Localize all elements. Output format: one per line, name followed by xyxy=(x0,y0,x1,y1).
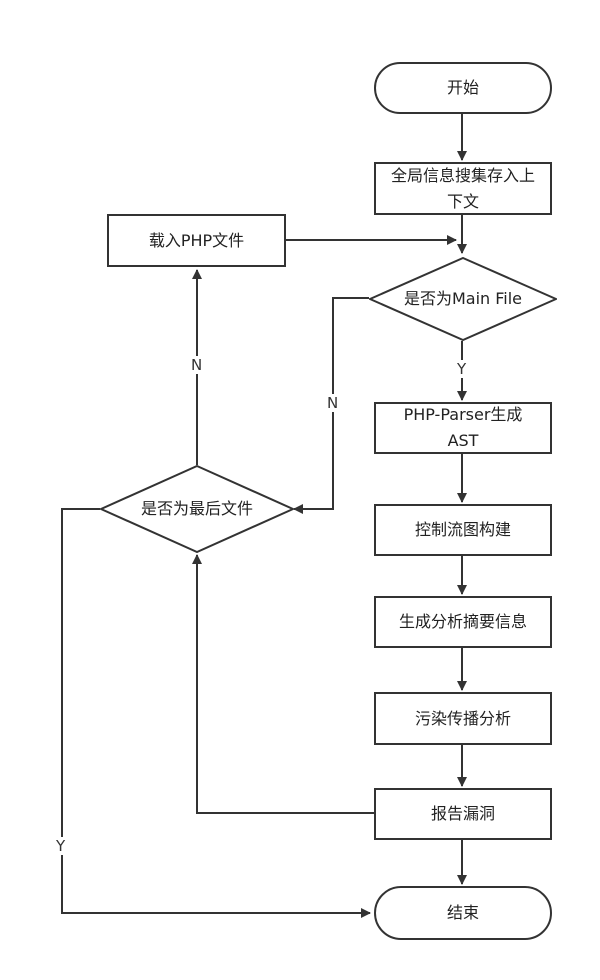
summary-label: 生成分析摘要信息 xyxy=(398,612,527,631)
end-node: 结束 xyxy=(374,886,552,940)
decision-shape xyxy=(100,465,294,553)
start-node-label: 开始 xyxy=(446,78,479,97)
taint-analysis-node: 污染传播分析 xyxy=(374,692,552,745)
is-main-file-decision: 是否为Main File xyxy=(369,257,557,341)
edge-label-last-no: N xyxy=(189,356,205,374)
collect-context-label: 全局信息搜集存入上下文 xyxy=(390,165,535,211)
decision-shape xyxy=(369,257,557,341)
is-last-file-label: 是否为最后文件 xyxy=(140,499,253,518)
load-php-file-label: 载入PHP文件 xyxy=(148,230,245,250)
php-parser-ast-node: PHP-Parser生成AST xyxy=(374,402,552,454)
collect-context-node: 全局信息搜集存入上下文 xyxy=(374,162,552,215)
edge-label-last-yes: Y xyxy=(54,837,68,855)
edge-last-yes-to-end xyxy=(61,508,371,918)
report-vuln-node: 报告漏洞 xyxy=(374,788,552,840)
load-php-file-node: 载入PHP文件 xyxy=(107,214,286,267)
is-last-file-decision: 是否为最后文件 xyxy=(100,465,294,553)
report-vuln-label: 报告漏洞 xyxy=(430,804,495,823)
start-node: 开始 xyxy=(374,62,552,114)
edge-label-main-no: N xyxy=(325,394,341,412)
taint-analysis-label: 污染传播分析 xyxy=(414,708,511,728)
edge-label-main-yes: Y xyxy=(455,360,469,378)
is-main-file-label: 是否为Main File xyxy=(403,289,523,308)
cfg-build-label: 控制流图构建 xyxy=(414,520,511,539)
cfg-build-node: 控制流图构建 xyxy=(374,504,552,556)
php-parser-ast-label: PHP-Parser生成AST xyxy=(403,405,523,450)
end-node-label: 结束 xyxy=(446,903,479,922)
summary-node: 生成分析摘要信息 xyxy=(374,596,552,648)
edge-report-to-last xyxy=(192,554,374,814)
